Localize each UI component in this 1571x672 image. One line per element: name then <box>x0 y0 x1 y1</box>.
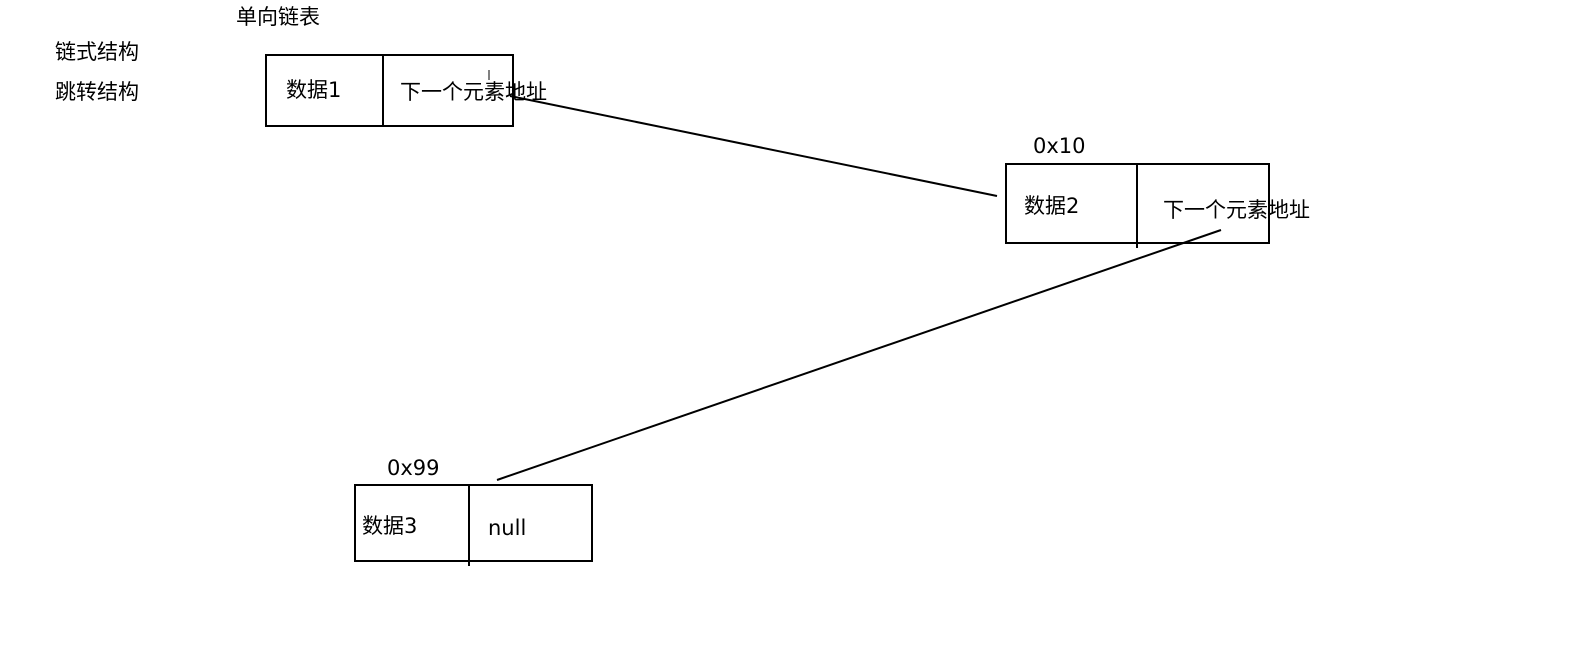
link-node1-to-node2 <box>509 95 998 197</box>
node-1-data: 数据1 <box>286 78 342 102</box>
node-3-data: 数据3 <box>362 514 418 538</box>
node-divider <box>1136 165 1138 248</box>
node-3-next-pointer: null <box>488 516 527 540</box>
node-3-address: 0x99 <box>387 456 440 480</box>
side-label-jump-structure: 跳转结构 <box>55 80 139 104</box>
node-2-next-pointer: 下一个元素地址 <box>1163 198 1310 222</box>
list-node-3 <box>354 484 593 566</box>
list-node-1 <box>265 54 514 127</box>
side-label-linked-structure: 链式结构 <box>55 40 139 64</box>
node-divider <box>468 486 470 566</box>
node-1-next-pointer: 下一个元素地址 <box>400 80 547 104</box>
diagram-title: 单向链表 <box>236 5 320 29</box>
node-2-data: 数据2 <box>1024 194 1080 218</box>
link-node2-to-node3 <box>496 229 1222 481</box>
list-node-2 <box>1005 163 1270 248</box>
node-2-address: 0x10 <box>1033 134 1086 158</box>
node-divider <box>382 56 384 127</box>
